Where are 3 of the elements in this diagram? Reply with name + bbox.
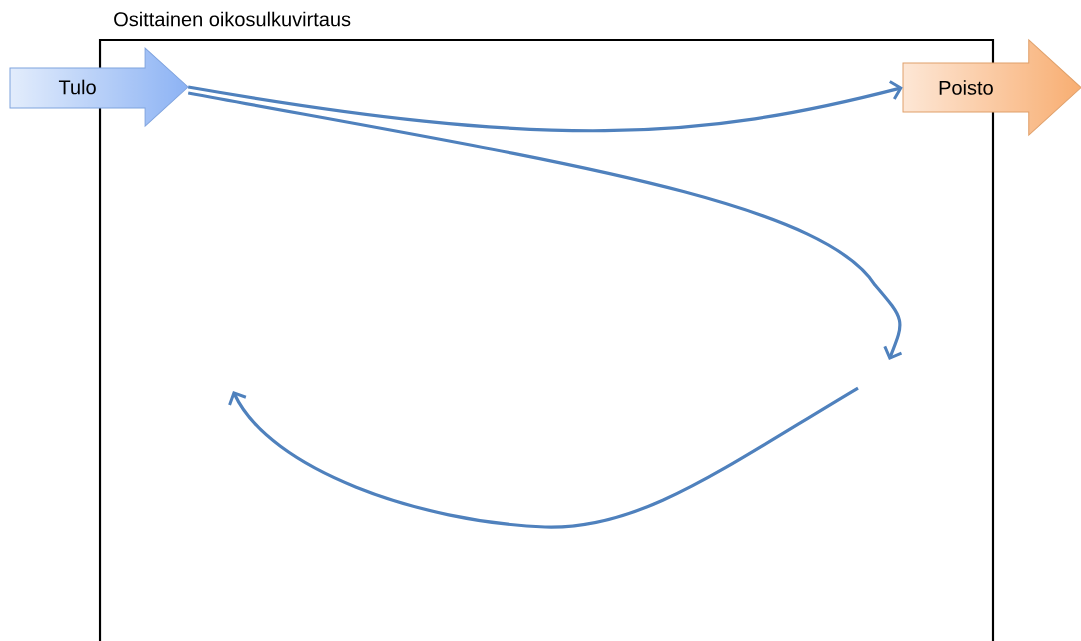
arrow xyxy=(187,80,903,133)
arrow xyxy=(187,91,903,360)
title: Osittainen oikosulkuvirtaus xyxy=(114,11,351,27)
